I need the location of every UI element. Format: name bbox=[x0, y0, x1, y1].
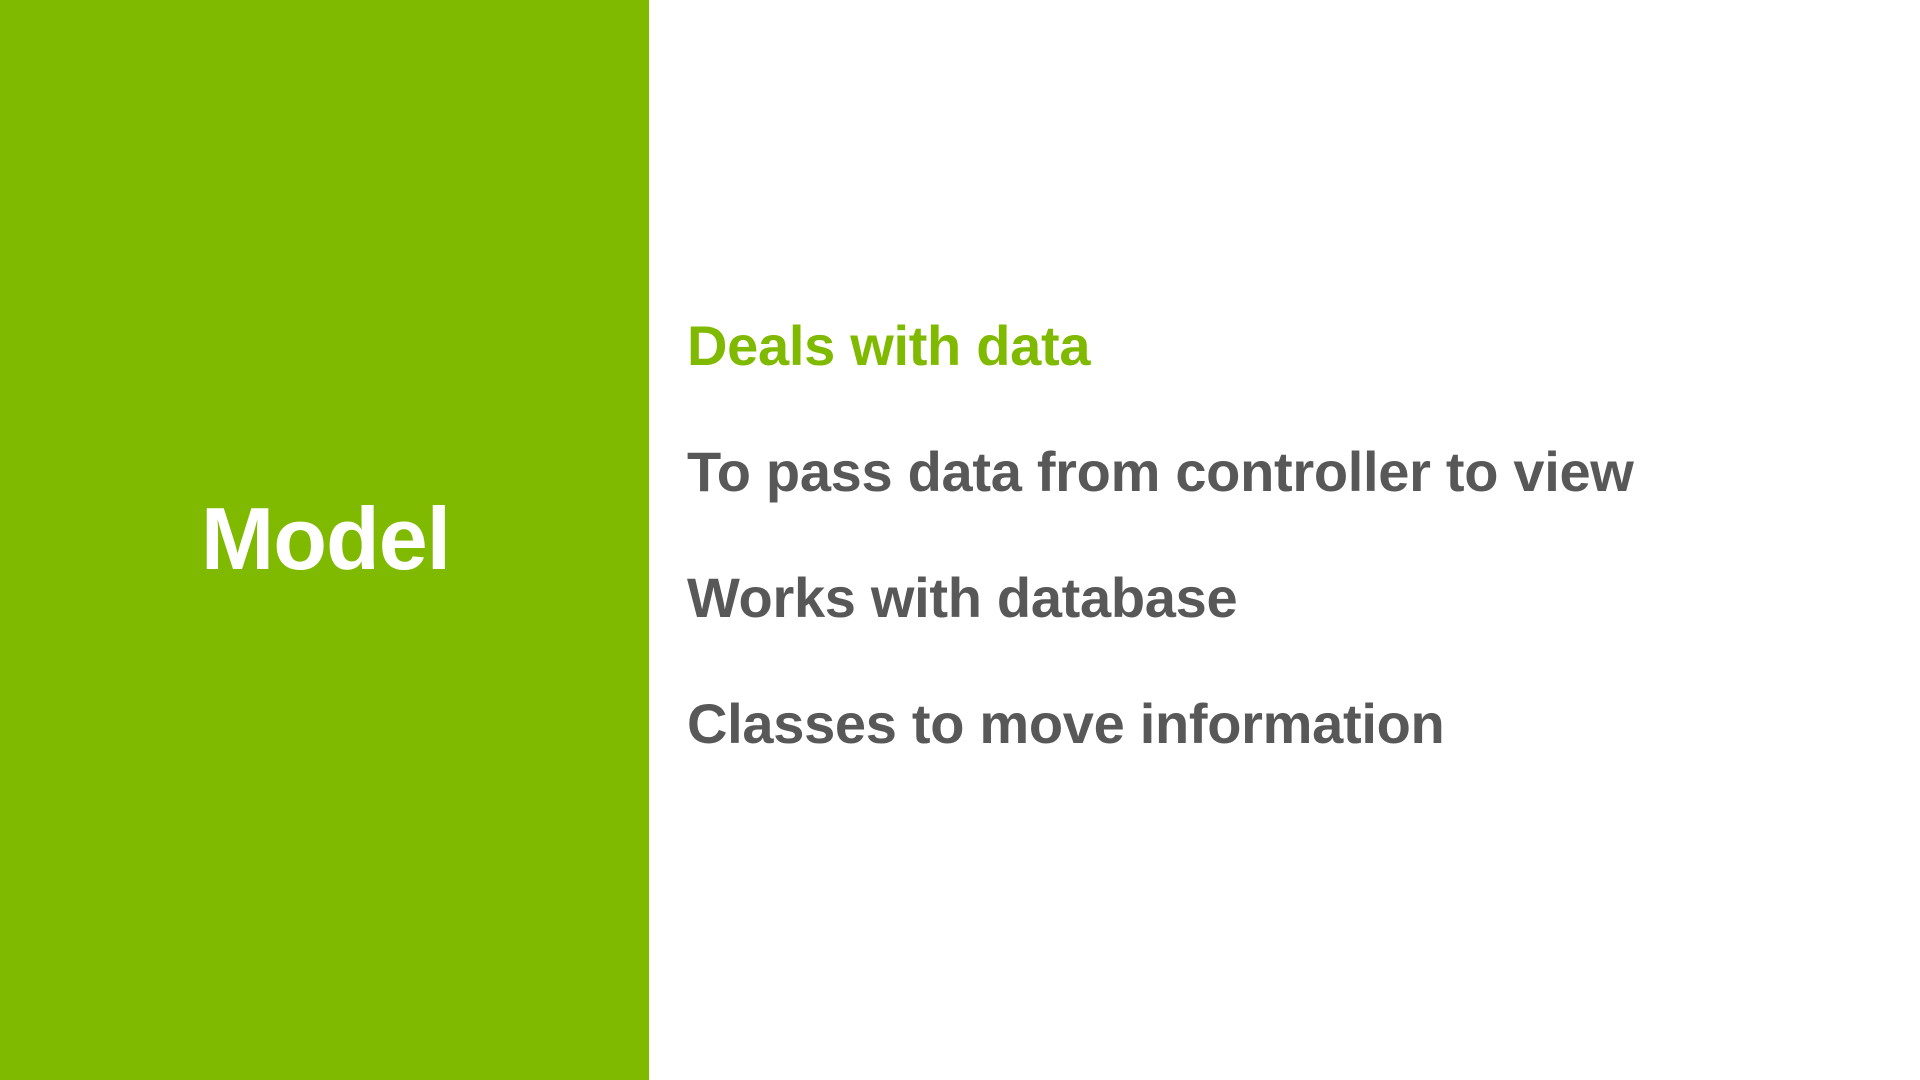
bullet-item-deals-with-data: Deals with data bbox=[687, 314, 1091, 377]
content-panel: Deals with data To pass data from contro… bbox=[649, 0, 1920, 1080]
bullet-item-pass-data: To pass data from controller to view bbox=[687, 440, 1634, 503]
title-panel: Model bbox=[0, 0, 649, 1080]
slide-title: Model bbox=[200, 489, 451, 588]
bullet-list: Deals with data To pass data from contro… bbox=[687, 318, 1634, 822]
bullet-item-classes: Classes to move information bbox=[687, 692, 1445, 755]
bullet-item-works-with-database: Works with database bbox=[687, 566, 1238, 629]
